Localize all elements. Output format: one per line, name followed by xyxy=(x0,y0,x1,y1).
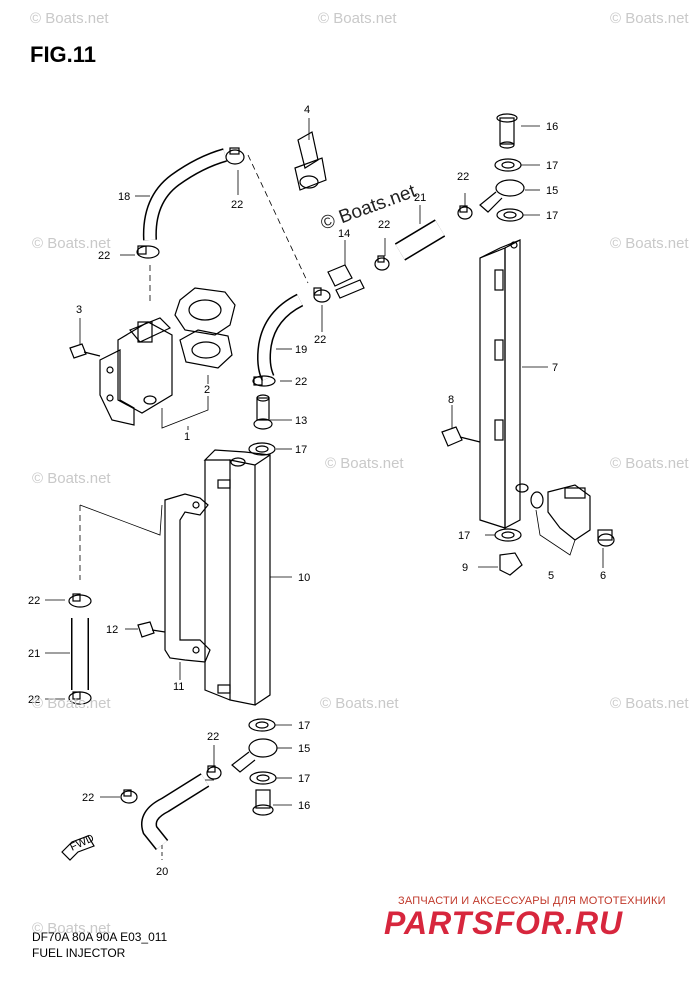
watermark: © Boats.net xyxy=(610,695,689,712)
plate-11 xyxy=(164,493,211,663)
watermark: © Boats.net xyxy=(610,235,689,252)
callout-8: 8 xyxy=(448,394,454,406)
callout-1: 1 xyxy=(184,431,190,443)
union-15-bottom xyxy=(231,738,278,773)
callout-22-e: 22 xyxy=(378,219,390,231)
callout-7: 7 xyxy=(552,362,558,374)
callout-18: 18 xyxy=(118,191,130,203)
watermark: © Boats.net xyxy=(320,695,399,712)
clamp-22-d xyxy=(252,375,276,387)
clamp-22-h xyxy=(68,691,92,705)
watermark: © Boats.net xyxy=(30,10,109,27)
watermark: © Boats.net xyxy=(32,920,111,937)
callout-22-h: 22 xyxy=(28,694,40,706)
union-bolt-16-bottom xyxy=(252,789,274,816)
clamp-bracket-2 xyxy=(174,287,236,369)
watermark: © Boats.net xyxy=(325,455,404,472)
callout-20: 20 xyxy=(156,866,168,878)
shop-logo[interactable]: PARTSFOR.RU xyxy=(384,905,624,941)
bolt-8 xyxy=(441,426,481,447)
callout-16-b: 16 xyxy=(298,800,310,812)
callout-22-d: 22 xyxy=(295,376,307,388)
callout-6: 6 xyxy=(600,570,606,582)
bolt-12 xyxy=(137,621,166,638)
watermark: © Boats.net xyxy=(610,10,689,27)
clamp-22-b xyxy=(136,245,160,259)
callout-22-b: 22 xyxy=(98,250,110,262)
callout-9: 9 xyxy=(462,562,468,574)
clamp-22-i xyxy=(206,765,222,780)
callout-17-c: 17 xyxy=(546,210,558,222)
callout-22-a: 22 xyxy=(231,199,243,211)
callout-22-j: 22 xyxy=(82,792,94,804)
washer-17-b xyxy=(494,158,522,172)
callout-10: 10 xyxy=(298,572,310,584)
callout-17-a: 17 xyxy=(295,444,307,456)
callout-12: 12 xyxy=(106,624,118,636)
figure-title: FIG.11 xyxy=(30,42,97,67)
callout-17-b: 17 xyxy=(546,160,558,172)
clamp-22-g xyxy=(68,593,92,608)
callout-13: 13 xyxy=(295,415,307,427)
diagram-code: DF70A 80A 90A E03_011 xyxy=(32,930,168,944)
callout-22-i: 22 xyxy=(207,731,219,743)
callout-22-c: 22 xyxy=(314,334,326,346)
callout-16-a: 16 xyxy=(546,121,558,133)
fuel-rail-7 xyxy=(479,239,529,529)
fuel-rail-10 xyxy=(203,449,271,706)
shop-subtitle: ЗАПЧАСТИ И АКСЕССУАРЫ ДЛЯ МОТОТЕХНИКИ xyxy=(398,895,666,907)
callout-4: 4 xyxy=(304,104,310,116)
callout-17-e: 17 xyxy=(298,720,310,732)
callout-21-b: 21 xyxy=(28,648,40,660)
bracket-4 xyxy=(294,131,327,191)
clamp-22-a xyxy=(225,147,245,165)
watermark: © Boats.net xyxy=(610,455,689,472)
washer-17-f xyxy=(249,771,277,785)
clamp-22-e xyxy=(374,255,390,271)
union-bolt-16-top xyxy=(496,113,518,149)
watermark: © Boats.net xyxy=(32,470,111,487)
callout-15-a: 15 xyxy=(546,185,558,197)
union-15-top xyxy=(479,179,525,213)
callout-17-d: 17 xyxy=(458,530,470,542)
separator-bracket-1 xyxy=(99,317,173,426)
callout-2: 2 xyxy=(204,384,210,396)
callout-17-f: 17 xyxy=(298,773,310,785)
bolt-3 xyxy=(69,343,101,359)
joint-14 xyxy=(327,264,365,299)
watermark: © Boats.net xyxy=(32,235,111,252)
washer-17-e xyxy=(248,718,276,732)
watermark: © Boats.net xyxy=(318,10,397,27)
callout-22-f: 22 xyxy=(457,171,469,183)
o-ring xyxy=(530,491,544,509)
washer-17-d xyxy=(494,528,522,542)
injector-5 xyxy=(547,484,591,541)
washer-17-c xyxy=(496,208,524,222)
callout-21-a: 21 xyxy=(414,192,426,204)
callout-22-g: 22 xyxy=(28,595,40,607)
clamp-22-f xyxy=(457,205,473,220)
clamp-22-c xyxy=(313,287,331,303)
washer-17-a xyxy=(248,442,276,456)
callout-3: 3 xyxy=(76,304,82,316)
callout-14: 14 xyxy=(338,228,350,240)
cap-6 xyxy=(597,529,615,547)
diagram-caption: FUEL INJECTOR xyxy=(32,946,126,960)
callout-15-b: 15 xyxy=(298,743,310,755)
watermark: © Boats.net xyxy=(32,695,111,712)
callout-5: 5 xyxy=(548,570,554,582)
fwd-arrow xyxy=(61,835,95,861)
union-bolt-13 xyxy=(253,394,273,430)
callout-19: 19 xyxy=(295,344,307,356)
clamp-22-j xyxy=(120,789,138,804)
plug-9 xyxy=(499,552,523,576)
callout-11: 11 xyxy=(173,681,184,693)
